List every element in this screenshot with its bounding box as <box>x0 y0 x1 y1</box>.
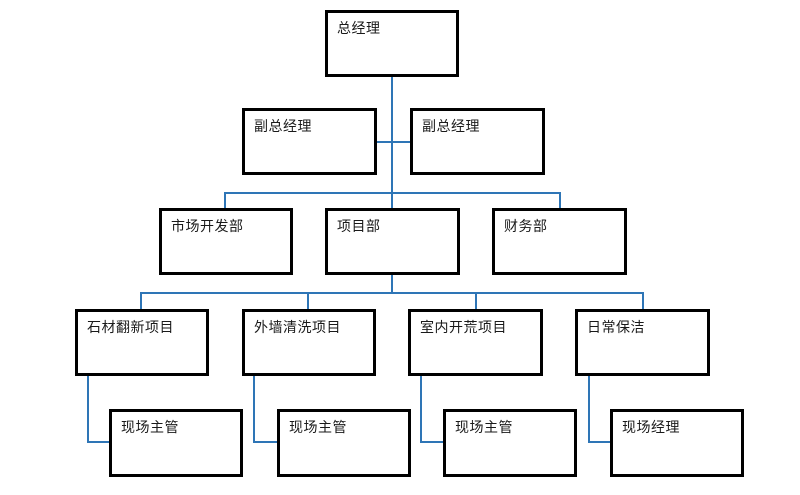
org-node-site-supervisor-2: 现场主管 <box>277 409 411 477</box>
level3-horizontal <box>224 192 561 194</box>
org-node-daily-cleaning: 日常保洁 <box>575 309 710 376</box>
org-node-label: 日常保洁 <box>587 319 645 335</box>
elbow-supervisor2-horizontal <box>253 441 277 443</box>
org-node-label: 市场开发部 <box>171 218 244 234</box>
elbow-supervisor2-vertical <box>253 376 255 443</box>
org-node-label: 外墙清洗项目 <box>254 319 341 335</box>
drop-indoor-cleanup <box>475 292 477 309</box>
drop-finance <box>559 192 561 208</box>
org-node-exterior-wall-cleaning: 外墙清洗项目 <box>242 309 376 376</box>
org-node-label: 副总经理 <box>254 118 312 134</box>
org-node-project-dept: 项目部 <box>325 208 460 275</box>
org-node-general-manager: 总经理 <box>325 10 459 77</box>
org-node-site-supervisor-1: 现场主管 <box>109 409 243 477</box>
drop-market-development <box>224 192 226 208</box>
org-node-market-development-dept: 市场开发部 <box>159 208 293 275</box>
org-node-indoor-cleanup: 室内开荒项目 <box>408 309 543 376</box>
org-node-finance-dept: 财务部 <box>492 208 627 275</box>
org-node-label: 石材翻新项目 <box>87 319 174 335</box>
org-node-site-manager: 现场经理 <box>610 409 744 477</box>
drop-exterior-wall-cleaning <box>307 292 309 309</box>
org-node-label: 现场主管 <box>289 419 347 435</box>
org-node-label: 财务部 <box>504 218 548 234</box>
org-node-stone-renovation: 石材翻新项目 <box>75 309 209 376</box>
elbow-supervisor3-vertical <box>420 376 422 443</box>
drop-stone-renovation <box>140 292 142 309</box>
project-dept-drop <box>391 275 393 293</box>
drop-daily-cleaning <box>642 292 644 309</box>
org-node-label: 现场主管 <box>121 419 179 435</box>
org-node-label: 项目部 <box>337 218 381 234</box>
org-node-deputy-gm-left: 副总经理 <box>242 108 377 175</box>
org-node-deputy-gm-right: 副总经理 <box>410 108 545 175</box>
org-node-label: 室内开荒项目 <box>420 319 507 335</box>
org-node-label: 现场主管 <box>455 419 513 435</box>
org-node-label: 现场经理 <box>622 419 680 435</box>
elbow-site-manager-vertical <box>588 376 590 443</box>
level4-horizontal <box>140 292 644 294</box>
elbow-site-manager-horizontal <box>588 441 610 443</box>
org-node-label: 副总经理 <box>422 118 480 134</box>
elbow-supervisor3-horizontal <box>420 441 443 443</box>
elbow-supervisor1-vertical <box>87 376 89 443</box>
org-node-site-supervisor-3: 现场主管 <box>443 409 577 477</box>
deputy-gm-horizontal <box>377 141 410 143</box>
org-node-label: 总经理 <box>337 20 381 36</box>
elbow-supervisor1-horizontal <box>87 441 109 443</box>
